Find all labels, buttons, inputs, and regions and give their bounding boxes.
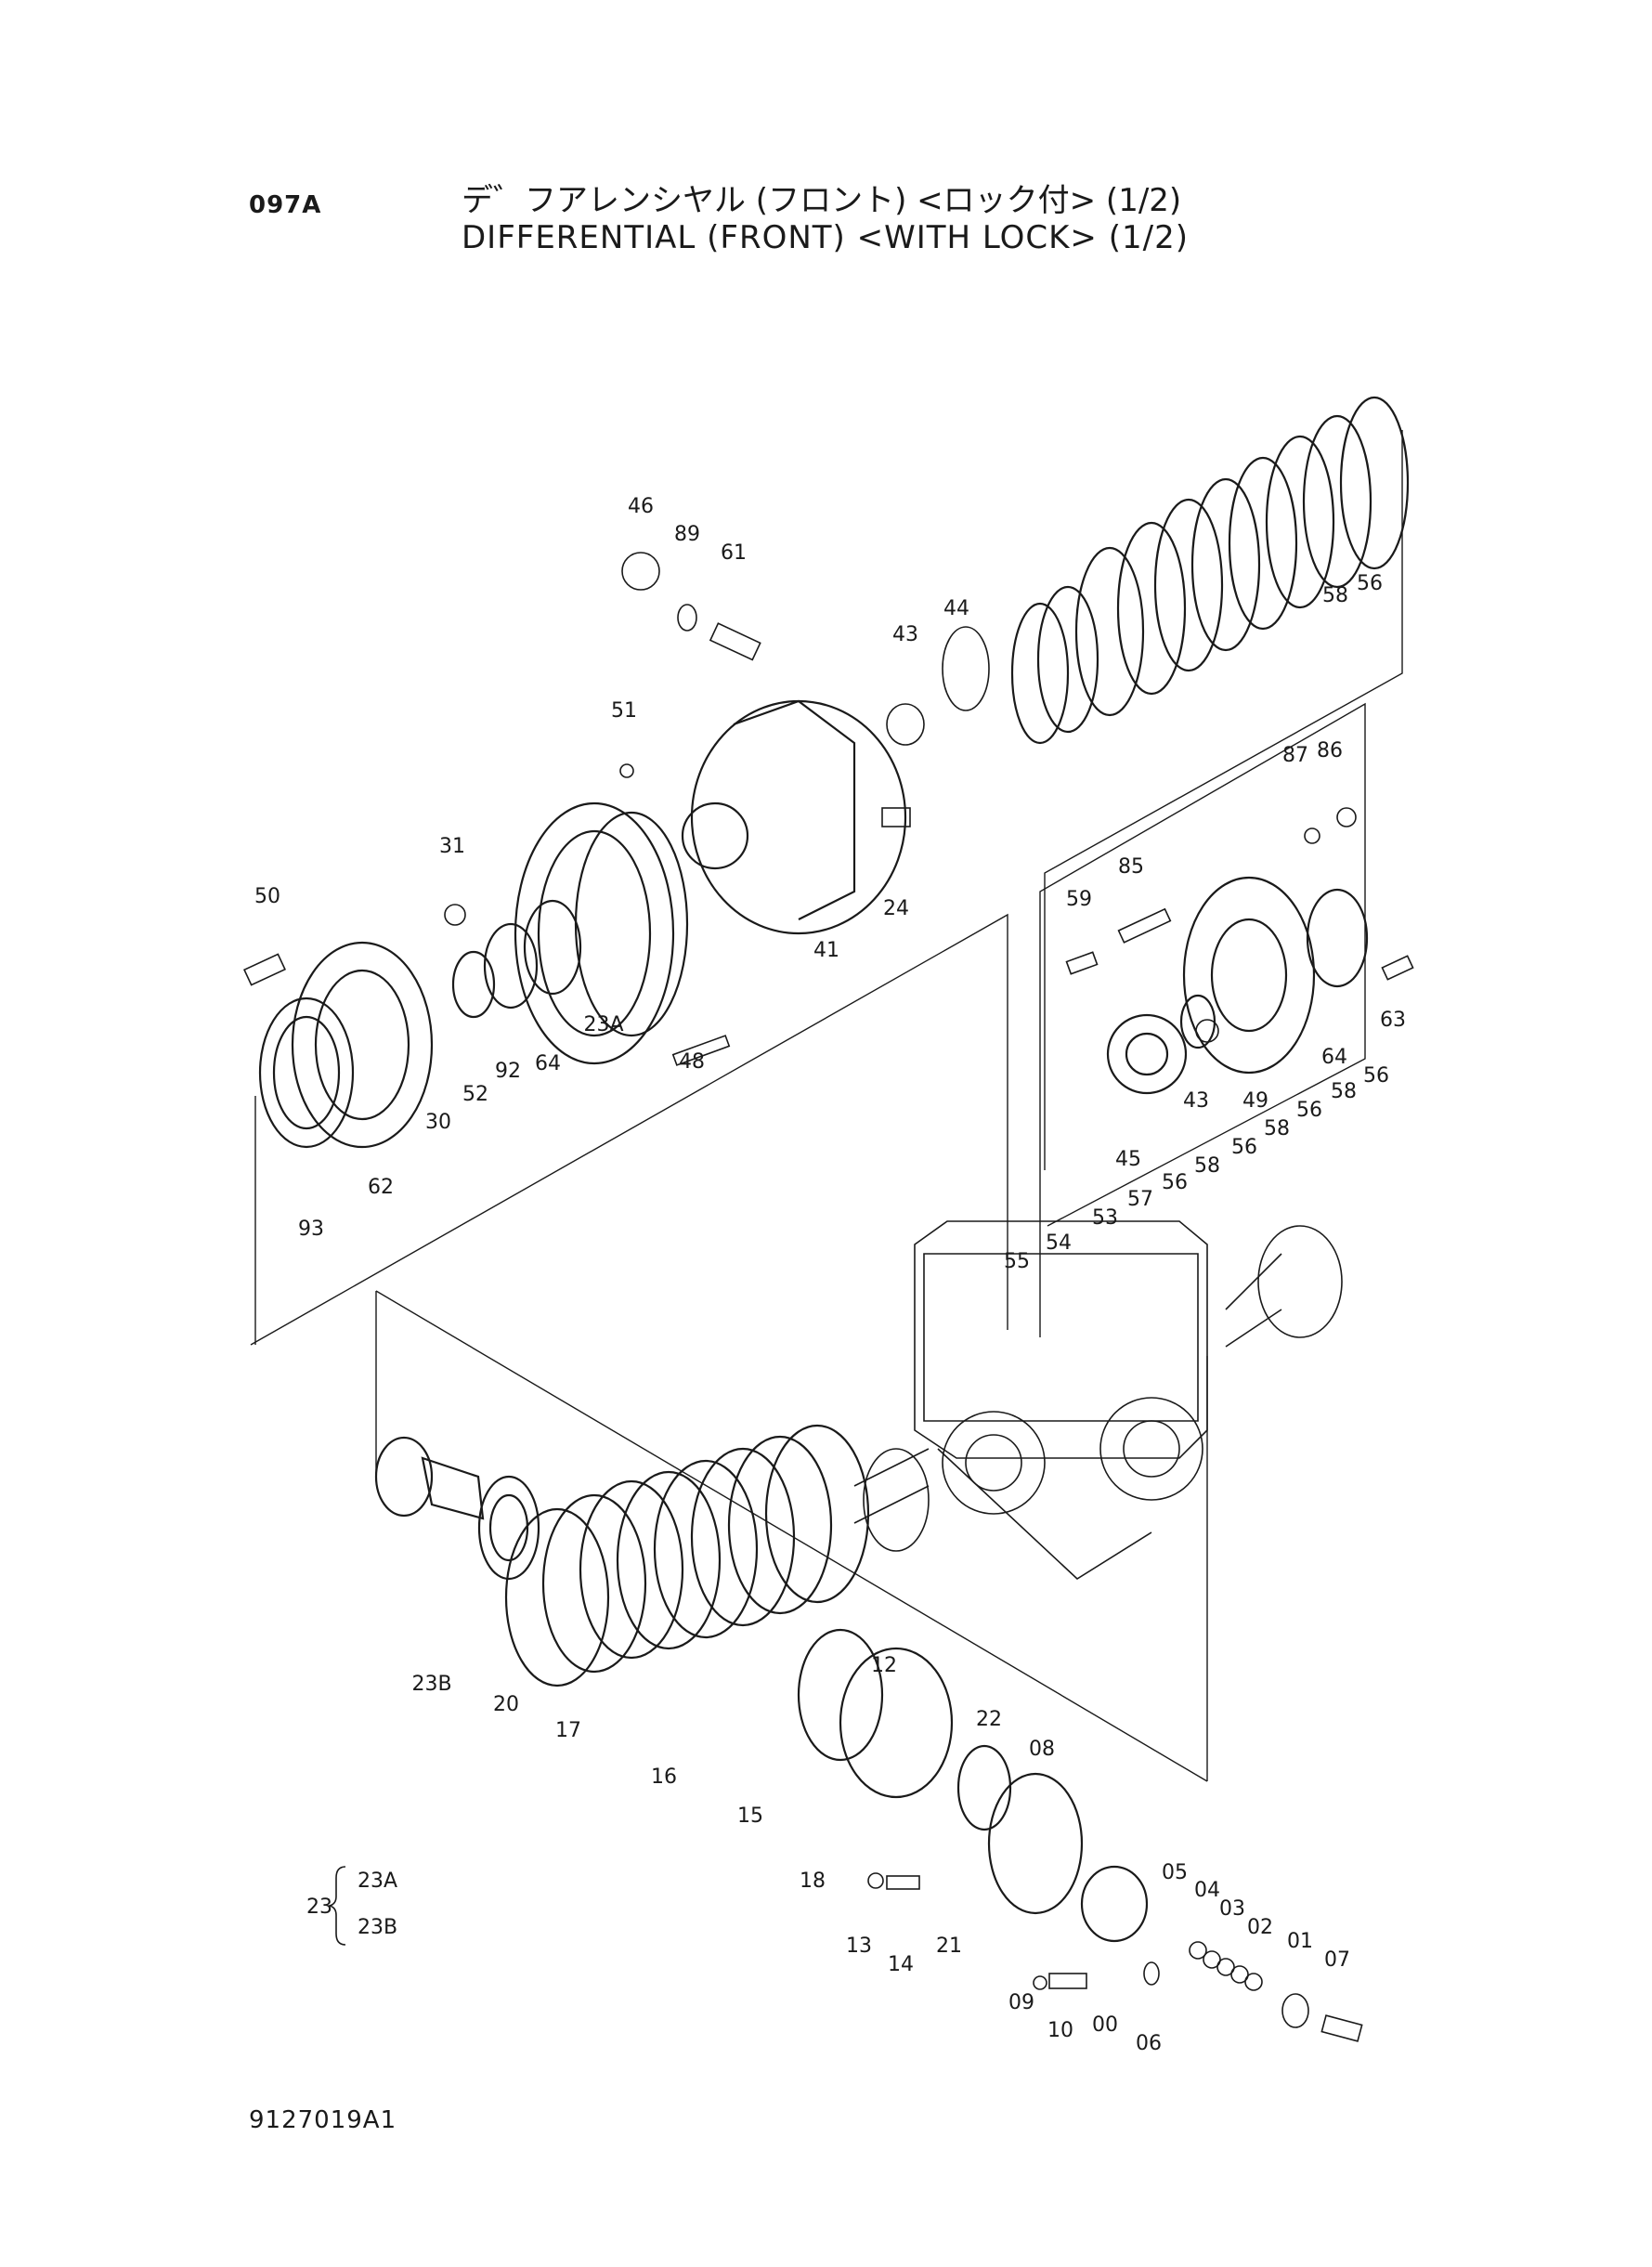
callout-17: 17 [555,1719,581,1742]
callout-55: 55 [1004,1250,1030,1273]
callout-43: 43 [1183,1089,1209,1113]
document-code: 9127019A1 [249,2106,397,2134]
callout-01: 01 [1287,1930,1313,1953]
callout-64: 64 [535,1052,561,1075]
callout-23B: 23B [411,1673,451,1696]
callout-58: 58 [1194,1154,1220,1178]
callout-56: 56 [1357,572,1383,595]
callout-86: 86 [1317,739,1343,762]
callout-56: 56 [1363,1064,1389,1088]
callout-06: 06 [1136,2032,1162,2055]
callout-12: 12 [871,1654,897,1677]
callout-58: 58 [1331,1080,1357,1103]
callout-61: 61 [721,541,747,565]
callout-43: 43 [892,623,918,646]
callout-10: 10 [1047,2019,1073,2042]
small-parts [243,552,1414,2042]
legend-parent-23: 23 [306,1896,332,1919]
callout-89: 89 [674,523,700,546]
callout-31: 31 [439,835,465,858]
callout-03: 03 [1219,1897,1245,1921]
callout-56: 56 [1296,1099,1322,1122]
callout-02: 02 [1247,1916,1273,1939]
callout-30: 30 [425,1111,451,1134]
callout-64: 64 [1321,1046,1347,1069]
callout-21: 21 [936,1935,962,1958]
left-carrier [258,899,582,1149]
callout-22: 22 [976,1708,1002,1731]
callout-24: 24 [883,897,909,920]
callout-07: 07 [1324,1948,1350,1972]
drive-pinion [374,1436,485,1520]
callout-56: 56 [1162,1171,1188,1194]
callout-92: 92 [495,1060,521,1083]
callout-54: 54 [1046,1231,1072,1255]
callout-23A: 23A [583,1013,623,1036]
lower-disc-stack [477,1424,1149,1943]
callout-52: 52 [462,1083,488,1106]
callout-57: 57 [1127,1188,1153,1211]
callout-14: 14 [888,1953,914,1976]
callout-93: 93 [298,1218,324,1241]
callout-04: 04 [1194,1879,1220,1902]
callout-58: 58 [1322,584,1348,607]
callout-46: 46 [628,495,654,518]
callout-16: 16 [651,1765,677,1789]
title-japanese: デ゛フアレンシヤル (フロント) <ロック付> (1/2) [462,182,1182,219]
callout-09: 09 [1008,1991,1034,2014]
callout-layer: 46 89 61 43 44 51 31 50 41 24 48 23A 64 92 52 30 62 93 55 5… [254,495,1406,2055]
callout-56: 56 [1231,1136,1257,1159]
callout-85: 85 [1118,855,1144,879]
title-english: DIFFERENTIAL (FRONT) <WITH LOCK> (1/2) [462,219,1189,256]
callout-50: 50 [254,885,280,908]
callout-59: 59 [1066,888,1092,911]
right-carrier [1106,876,1369,1095]
callout-00: 00 [1092,2013,1118,2037]
clutch-disc-stack [1010,396,1410,745]
legend-child-23b: 23B [358,1916,397,1939]
callout-18: 18 [800,1870,826,1893]
callout-15: 15 [737,1804,763,1828]
callout-51: 51 [611,699,637,723]
legend-layer: 23 23A 23B [306,1870,397,1939]
group-lines [250,430,1403,1782]
callout-53: 53 [1092,1206,1118,1230]
axle-housing [853,1220,1343,1581]
callout-41: 41 [813,939,839,962]
page-code: 097A [249,191,322,219]
legend-child-23a: 23A [358,1870,397,1893]
callout-63: 63 [1380,1009,1406,1032]
callout-20: 20 [493,1693,519,1716]
legend-bracket [327,1866,346,1946]
callout-62: 62 [368,1176,394,1199]
callout-87: 87 [1282,744,1308,767]
callout-58: 58 [1264,1117,1290,1140]
callout-08: 08 [1029,1738,1055,1761]
callout-48: 48 [679,1050,705,1074]
callout-49: 49 [1242,1089,1268,1113]
callout-44: 44 [943,597,969,620]
differential-case [514,699,907,1065]
callout-05: 05 [1162,1861,1188,1884]
callout-13: 13 [846,1935,872,1958]
callout-45: 45 [1115,1148,1141,1171]
